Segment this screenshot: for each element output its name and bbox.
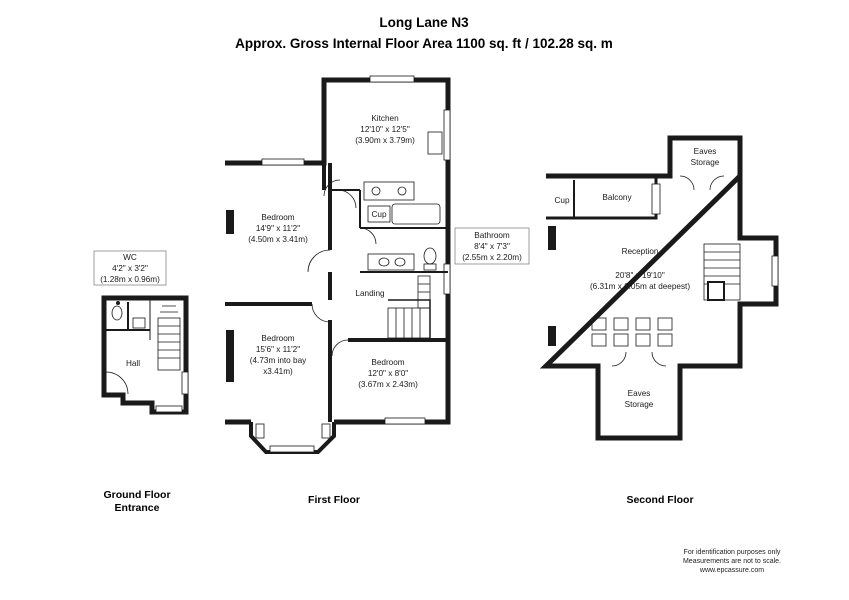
plan-subtitle: Approx. Gross Internal Floor Area 1100 s… bbox=[235, 36, 613, 51]
cup-1-name: Cup bbox=[371, 210, 386, 219]
plan-title: Long Lane N3 bbox=[379, 15, 469, 30]
ground-floor-caption: Ground Floor bbox=[103, 489, 170, 501]
bathroom-name: Bathroom bbox=[474, 231, 510, 240]
bedroom-2-name: Bedroom bbox=[261, 334, 294, 343]
bathroom-label-box bbox=[454, 227, 530, 265]
first-floor-caption: First Floor bbox=[308, 494, 360, 506]
wc-label-box bbox=[93, 250, 167, 286]
reception-name: Reception bbox=[622, 247, 659, 256]
kitchen-name: Kitchen bbox=[371, 114, 399, 123]
bedroom-1-dim-imperial: 14'9" x 11'2" bbox=[256, 224, 300, 233]
second-floor-plan bbox=[539, 135, 779, 441]
bedroom-1-dim-metric: (4.50m x 3.41m) bbox=[248, 235, 308, 244]
cup-label-box bbox=[367, 205, 391, 223]
bathroom-dim-metric: (2.55m x 2.20m) bbox=[462, 253, 522, 262]
bathroom-dim-imperial: 8'4" x 7'3" bbox=[474, 242, 510, 251]
cup-2-name: Cup bbox=[554, 196, 569, 205]
entrance-caption: Entrance bbox=[115, 502, 160, 514]
footer-disclaimer: For identification purposes only bbox=[684, 549, 781, 556]
balcony-name: Balcony bbox=[602, 193, 632, 202]
wc-name: WC bbox=[123, 253, 137, 262]
hall-name: Hall bbox=[126, 359, 140, 368]
bedroom-1-name: Bedroom bbox=[261, 213, 294, 222]
wc-dim-metric: (1.28m x 0.96m) bbox=[100, 275, 160, 284]
wc-dim-imperial: 4'2" x 3'2" bbox=[112, 264, 148, 273]
eaves-top-line1: Eaves bbox=[694, 147, 717, 156]
bedroom-3-name: Bedroom bbox=[371, 358, 404, 367]
landing-name: Landing bbox=[355, 289, 385, 298]
bedroom-2-dim-imperial: 15'6" x 11'2" bbox=[256, 345, 300, 354]
kitchen-dim-imperial: 12'10" x 12'5" bbox=[360, 125, 410, 134]
second-floor-caption: Second Floor bbox=[626, 494, 693, 506]
eaves-bottom-line1: Eaves bbox=[628, 389, 651, 398]
footer-website: www.epcassure.com bbox=[699, 567, 764, 574]
eaves-bottom-line2: Storage bbox=[625, 400, 654, 409]
reception-dim-imperial: 20'8" x 19'10" bbox=[615, 271, 665, 280]
kitchen-dim-metric: (3.90m x 3.79m) bbox=[355, 136, 415, 145]
first-floor-plan bbox=[225, 75, 451, 454]
footer-scale-note: Measurements are not to scale. bbox=[683, 558, 781, 565]
eaves-top-line2: Storage bbox=[691, 158, 720, 167]
bedroom-3-dim-imperial: 12'0" x 8'0" bbox=[368, 369, 408, 378]
bedroom-3-dim-metric: (3.67m x 2.43m) bbox=[358, 380, 418, 389]
ground-floor-plan bbox=[101, 295, 189, 415]
bedroom-2-dim-metric: (4.73m into bay bbox=[250, 356, 307, 365]
bedroom-2-dim-extra: x3.41m) bbox=[263, 367, 293, 376]
reception-dim-metric: (6.31m x 6.05m at deepest) bbox=[590, 282, 690, 291]
